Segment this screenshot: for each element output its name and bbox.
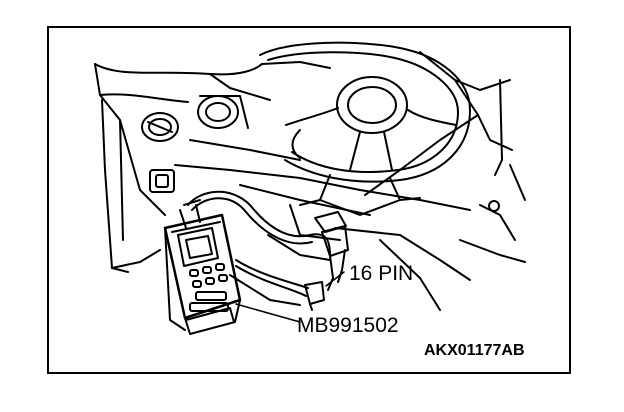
steering-column [299,174,421,216]
dash-switch [149,169,175,193]
air-vent-left [141,112,179,142]
leader-lines [235,271,345,323]
dashboard [94,51,526,311]
connector-label: 16 PIN [349,262,414,285]
diagnostic-connector [314,211,349,291]
gauge-cluster [197,95,249,129]
figure-code: AKX01177AB [424,342,525,359]
steering-wheel [259,41,471,183]
figure-frame [47,26,571,374]
adapter-plug [304,281,325,311]
diagnostic-tester [163,199,242,335]
tool-part-number-label: MB991502 [297,314,399,337]
tool-cable [187,190,331,297]
